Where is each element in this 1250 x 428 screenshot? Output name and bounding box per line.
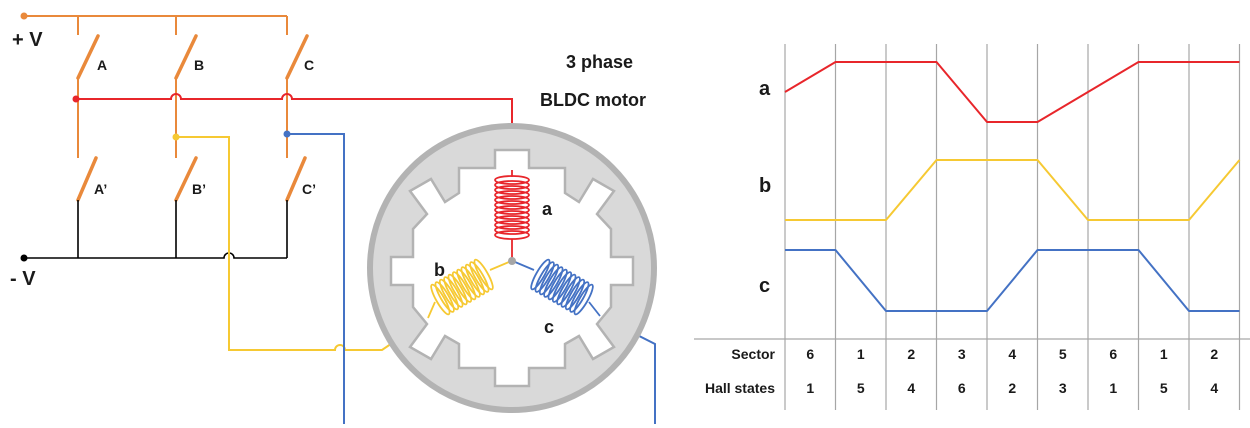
winding-c-label: c xyxy=(544,317,554,337)
negative-terminal xyxy=(20,254,28,262)
negative-supply-label: - V xyxy=(10,268,36,290)
star-point xyxy=(508,257,516,265)
winding-b-coil xyxy=(427,258,510,319)
table-cell: 1 xyxy=(1109,380,1117,396)
table-cell: 3 xyxy=(1059,380,1067,396)
inverter-circuit: + V - V A B C A’ B’ C’ xyxy=(10,12,656,424)
table-cell: 5 xyxy=(1160,380,1168,396)
switch-b-prime-label: B’ xyxy=(192,181,206,197)
table-cell: 6 xyxy=(806,346,814,362)
phase-b-node xyxy=(172,133,180,141)
table-cell: 1 xyxy=(1160,346,1168,362)
switch-b-prime xyxy=(174,156,198,202)
chart-series-labels: a b c xyxy=(759,78,771,297)
positive-terminal xyxy=(20,12,28,20)
table-row-header: Hall states xyxy=(705,380,775,396)
low-side-switches xyxy=(76,156,307,202)
winding-b-label: b xyxy=(434,260,445,280)
switch-a-prime xyxy=(76,156,98,202)
table-cell: 2 xyxy=(1008,380,1016,396)
series-c-line xyxy=(785,249,1240,312)
chart-gridlines xyxy=(784,44,1241,410)
series-a-label: a xyxy=(759,78,771,100)
switch-c-prime xyxy=(285,156,307,202)
table-cell: 2 xyxy=(1210,346,1218,362)
table-row-header: Sector xyxy=(731,346,775,362)
table-cell: 3 xyxy=(958,346,966,362)
table-cell: 6 xyxy=(958,380,966,396)
table-cell: 1 xyxy=(806,380,814,396)
table-cell: 5 xyxy=(1059,346,1067,362)
switch-c xyxy=(285,34,309,80)
switch-a-label: A xyxy=(97,57,107,73)
positive-supply-rail xyxy=(24,15,288,158)
bldc-motor: 3 phase BLDC motor xyxy=(367,52,657,413)
phase-a-wire xyxy=(76,93,513,173)
table-cell: 4 xyxy=(907,380,915,396)
switch-b-label: B xyxy=(194,57,204,73)
switch-a xyxy=(76,34,100,80)
switch-a-prime-label: A’ xyxy=(94,181,107,197)
positive-supply-label: + V xyxy=(12,29,43,51)
table-cell: 4 xyxy=(1210,380,1218,396)
high-side-switches xyxy=(76,34,309,80)
switch-c-label: C xyxy=(304,57,314,73)
switch-b xyxy=(174,34,198,80)
winding-a-label: a xyxy=(542,199,553,219)
negative-supply-rail xyxy=(24,200,288,259)
winding-c-coil xyxy=(514,258,601,317)
table-cell: 5 xyxy=(857,380,865,396)
stator-bore xyxy=(389,148,635,388)
table-cell: 1 xyxy=(857,346,865,362)
table-cell: 2 xyxy=(907,346,915,362)
phase-a-node xyxy=(72,95,80,103)
table-cell: 6 xyxy=(1109,346,1117,362)
switch-c-prime-label: C’ xyxy=(302,181,316,197)
series-a-line xyxy=(784,61,1240,123)
winding-a-coil xyxy=(494,170,530,261)
table-cell: 4 xyxy=(1008,346,1016,362)
series-b-line xyxy=(785,159,1241,221)
chart-series-group xyxy=(784,61,1241,312)
phase-c-node xyxy=(283,130,291,138)
motor-title-line2: BLDC motor xyxy=(540,90,646,110)
series-b-label: b xyxy=(759,175,771,197)
series-c-label: c xyxy=(759,275,770,297)
motor-title-line1: 3 phase xyxy=(566,52,633,72)
